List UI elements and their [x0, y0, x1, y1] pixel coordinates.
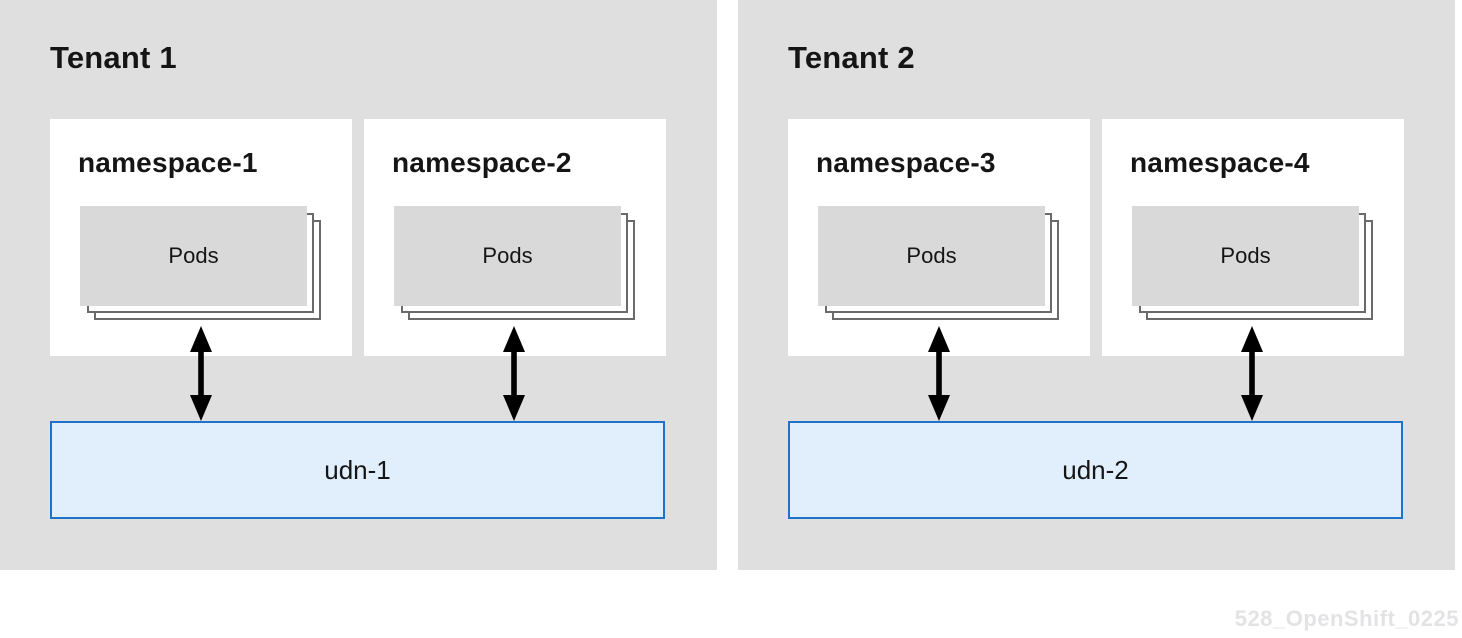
tenant-1-panel: Tenant 1 namespace-1 Pods namespace-2 Po…	[0, 0, 717, 570]
pods-stack: Pods	[394, 206, 635, 320]
udn-label: udn-1	[324, 455, 391, 485]
namespace-card: namespace-2 Pods	[364, 119, 666, 356]
watermark-text: 528_OpenShift_0225	[1234, 606, 1459, 631]
pods-stack: Pods	[1132, 206, 1373, 320]
udn-box: udn-2	[788, 421, 1403, 519]
pods-label: Pods	[482, 243, 533, 268]
pods-label: Pods	[906, 243, 957, 268]
namespace-title: namespace-2	[392, 147, 572, 178]
udn-label: udn-2	[1062, 455, 1129, 485]
namespace-title: namespace-1	[78, 147, 258, 178]
pods-stack: Pods	[80, 206, 321, 320]
pods-box: Pods	[394, 206, 621, 306]
pods-stack: Pods	[818, 206, 1059, 320]
pods-box: Pods	[80, 206, 307, 306]
namespace-card: namespace-3 Pods	[788, 119, 1090, 356]
tenant-title: Tenant 1	[50, 40, 177, 75]
pods-label: Pods	[1220, 243, 1271, 268]
namespace-title: namespace-3	[816, 147, 996, 178]
pods-label: Pods	[168, 243, 219, 268]
pods-box: Pods	[818, 206, 1045, 306]
bidirectional-arrow-icon	[1241, 326, 1263, 421]
bidirectional-arrow-icon	[190, 326, 212, 421]
tenant-2-panel: Tenant 2 namespace-3 Pods namespace-4 Po…	[738, 0, 1455, 570]
pods-box: Pods	[1132, 206, 1359, 306]
namespace-card: namespace-1 Pods	[50, 119, 352, 356]
namespace-card: namespace-4 Pods	[1102, 119, 1404, 356]
udn-box: udn-1	[50, 421, 665, 519]
bidirectional-arrow-icon	[928, 326, 950, 421]
tenant-title: Tenant 2	[788, 40, 915, 75]
bidirectional-arrow-icon	[503, 326, 525, 421]
namespace-title: namespace-4	[1130, 147, 1310, 178]
